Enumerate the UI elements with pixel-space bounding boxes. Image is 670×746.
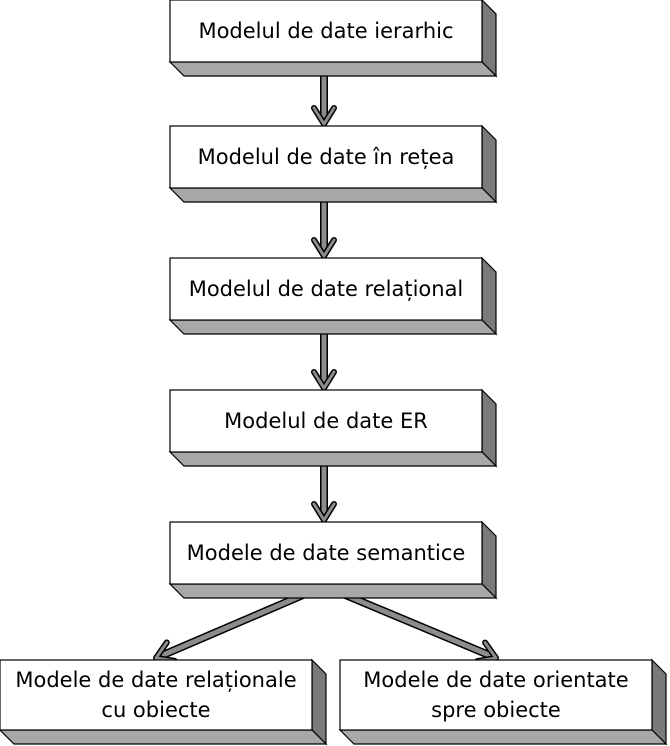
box-face [169, 389, 483, 453]
box-bottom-shade [168, 319, 498, 335]
box-label: Modele de date relaționale [15, 668, 296, 692]
box-face [0, 659, 313, 731]
box-semantic: Modele de date semantice [168, 520, 498, 600]
box-bottom-shade [338, 729, 668, 745]
arrow-relational-to-er [311, 327, 337, 391]
box-label: Modelul de date ierarhic [198, 19, 453, 43]
box-bottom-shade [168, 451, 498, 467]
box-bottom-shade [168, 61, 498, 77]
box-bottom-shade [168, 187, 498, 203]
box-bottom-shade [168, 583, 498, 599]
box-face [169, 521, 483, 585]
arrow-hierarchical-to-network [311, 69, 337, 127]
box-label: Modelul de date relațional [189, 277, 464, 301]
box-label: spre obiecte [431, 698, 561, 722]
box-label: Modele de date orientate [363, 668, 628, 692]
arrow-network-to-relational [311, 195, 337, 259]
box-label: Modelul de date în rețea [198, 145, 455, 169]
arrow-er-to-semantic [311, 459, 337, 523]
box-label: Modelul de date ER [224, 409, 428, 433]
box-label: cu obiecte [101, 698, 210, 722]
box-face [169, 257, 483, 321]
box-object-relational: Modele de date relaționale cu obiecte [0, 658, 328, 746]
box-hierarchical: Modelul de date ierarhic [168, 0, 498, 78]
box-label: Modele de date semantice [187, 541, 466, 565]
box-object-oriented: Modele de date orientate spre obiecte [338, 658, 668, 746]
box-face [339, 659, 653, 731]
box-network: Modelul de date în rețea [168, 124, 498, 204]
box-face [169, 0, 483, 63]
box-bottom-shade [0, 729, 328, 745]
box-relational: Modelul de date relațional [168, 256, 498, 336]
box-er: Modelul de date ER [168, 388, 498, 468]
box-face [169, 125, 483, 189]
